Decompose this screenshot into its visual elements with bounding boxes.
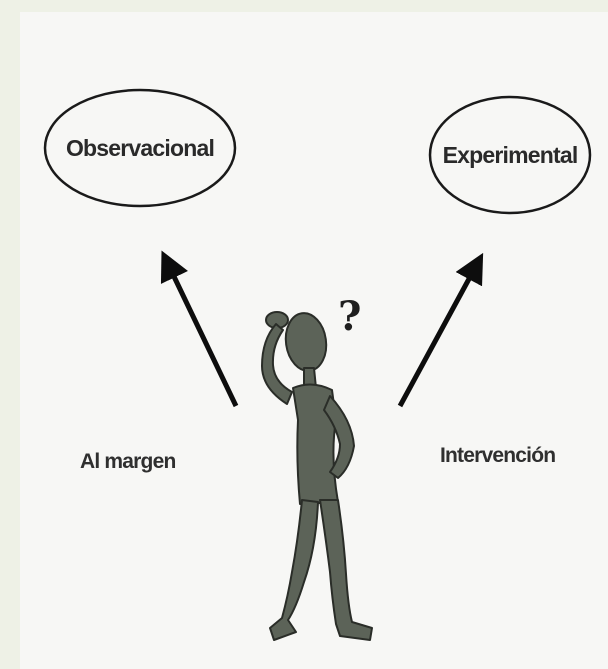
al-margen-label: Al margen bbox=[80, 450, 176, 473]
right-arrow bbox=[400, 266, 476, 406]
question-mark: ? bbox=[338, 293, 361, 340]
experimental-node: Experimental bbox=[430, 97, 590, 213]
left-arrow bbox=[168, 264, 236, 406]
experimental-label: Experimental bbox=[443, 142, 578, 168]
intervencion-label: Intervención bbox=[440, 444, 555, 467]
observacional-label: Observacional bbox=[66, 135, 214, 161]
thinking-stick-figure-icon bbox=[262, 310, 372, 640]
observacional-node: Observacional bbox=[45, 90, 235, 206]
